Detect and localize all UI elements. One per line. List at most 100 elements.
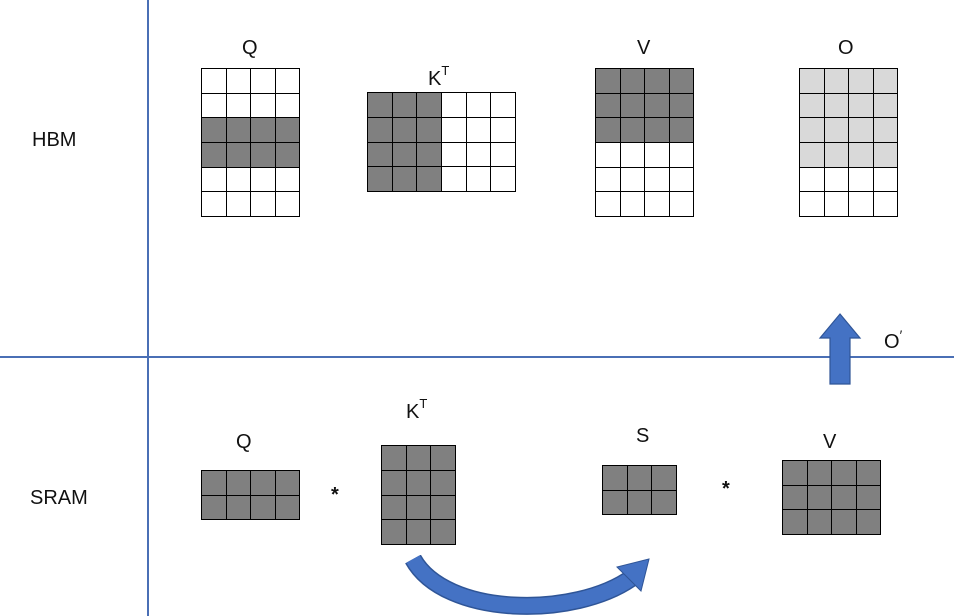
matrix-cell — [645, 93, 669, 118]
multiply-sign-2: * — [722, 478, 730, 500]
matrix-cell — [417, 167, 441, 191]
matrix-cell — [202, 142, 226, 167]
matrix-cell — [645, 142, 669, 167]
matrix-cell — [275, 167, 299, 192]
matrix-cell — [849, 69, 873, 93]
sram-s-label: S — [636, 425, 650, 447]
matrix-cell — [368, 93, 392, 117]
matrix-cell — [202, 167, 226, 192]
matrix-cell — [783, 485, 807, 510]
matrix-cell — [202, 118, 226, 142]
matrix-cell — [873, 118, 897, 142]
matrix-cell — [392, 117, 417, 142]
matrix-cell — [849, 118, 873, 142]
matrix-cell — [800, 142, 824, 167]
matrix-cell — [856, 510, 880, 534]
matrix-cell — [652, 466, 676, 490]
matrix-cell — [417, 93, 441, 117]
matrix-cell — [251, 118, 275, 142]
matrix-cell — [275, 118, 299, 142]
matrix-cell — [226, 495, 250, 519]
matrix-cell — [824, 167, 848, 192]
matrix-cell — [669, 118, 693, 142]
matrix-cell — [645, 167, 669, 192]
matrix-cell — [596, 93, 620, 118]
matrix-cell — [251, 69, 275, 93]
sram-row-label: SRAM — [30, 487, 88, 509]
up-arrow-icon — [818, 313, 862, 385]
matrix-cell — [466, 117, 491, 142]
matrix-cell — [783, 461, 807, 485]
matrix-cell — [669, 192, 693, 216]
matrix-cell — [382, 495, 406, 520]
matrix-cell — [620, 167, 644, 192]
matrix-cell — [202, 495, 226, 519]
matrix-cell — [873, 142, 897, 167]
matrix-cell — [807, 510, 831, 534]
matrix-cell — [807, 461, 831, 485]
matrix-cell — [652, 490, 676, 514]
matrix-cell — [382, 446, 406, 470]
matrix-cell — [800, 192, 824, 216]
matrix-cell — [226, 93, 250, 118]
matrix-cell — [800, 167, 824, 192]
matrix-cell — [431, 470, 455, 495]
o-prime-label: O′ — [884, 328, 902, 352]
matrix-cell — [431, 520, 455, 544]
matrix-cell — [856, 461, 880, 485]
matrix-cell — [627, 466, 652, 490]
o-prime-text: O — [884, 331, 900, 353]
matrix-cell — [226, 69, 250, 93]
matrix-cell — [275, 192, 299, 216]
matrix-cell — [466, 93, 491, 117]
matrix-cell — [202, 471, 226, 495]
matrix-cell — [202, 192, 226, 216]
matrix-cell — [406, 470, 431, 495]
matrix-cell — [392, 93, 417, 117]
matrix-cell — [251, 167, 275, 192]
matrix-cell — [824, 142, 848, 167]
matrix-cell — [491, 117, 515, 142]
matrix-cell — [645, 118, 669, 142]
matrix-cell — [783, 510, 807, 534]
matrix-cell — [226, 118, 250, 142]
matrix-cell — [856, 485, 880, 510]
sram-kt-label: KT — [406, 397, 427, 422]
matrix-cell — [832, 461, 856, 485]
matrix-cell — [382, 520, 406, 544]
matrix-cell — [406, 446, 431, 470]
matrix-cell — [275, 93, 299, 118]
matrix-cell — [392, 167, 417, 191]
matrix-cell — [417, 117, 441, 142]
hbm-q-label: Q — [242, 37, 258, 59]
hbm-kt-matrix — [367, 92, 516, 192]
hbm-k-text: K — [428, 68, 442, 90]
sram-kt-matrix — [381, 445, 456, 545]
matrix-cell — [491, 167, 515, 191]
hbm-q-matrix — [201, 68, 300, 217]
matrix-cell — [251, 142, 275, 167]
horizontal-divider — [0, 356, 954, 358]
matrix-cell — [202, 69, 226, 93]
hbm-k-superscript: T — [441, 63, 450, 78]
matrix-cell — [368, 167, 392, 191]
matrix-cell — [873, 69, 897, 93]
matrix-cell — [873, 167, 897, 192]
matrix-cell — [596, 142, 620, 167]
matrix-cell — [669, 93, 693, 118]
matrix-cell — [669, 142, 693, 167]
matrix-cell — [406, 520, 431, 544]
hbm-kt-label: KT — [428, 64, 449, 89]
matrix-cell — [627, 490, 652, 514]
matrix-cell — [832, 485, 856, 510]
matrix-cell — [603, 466, 627, 490]
matrix-cell — [620, 142, 644, 167]
matrix-cell — [669, 69, 693, 93]
sram-v-label: V — [823, 431, 837, 453]
matrix-cell — [431, 446, 455, 470]
matrix-cell — [800, 118, 824, 142]
matrix-cell — [491, 93, 515, 117]
matrix-cell — [620, 192, 644, 216]
hbm-o-matrix — [799, 68, 898, 217]
